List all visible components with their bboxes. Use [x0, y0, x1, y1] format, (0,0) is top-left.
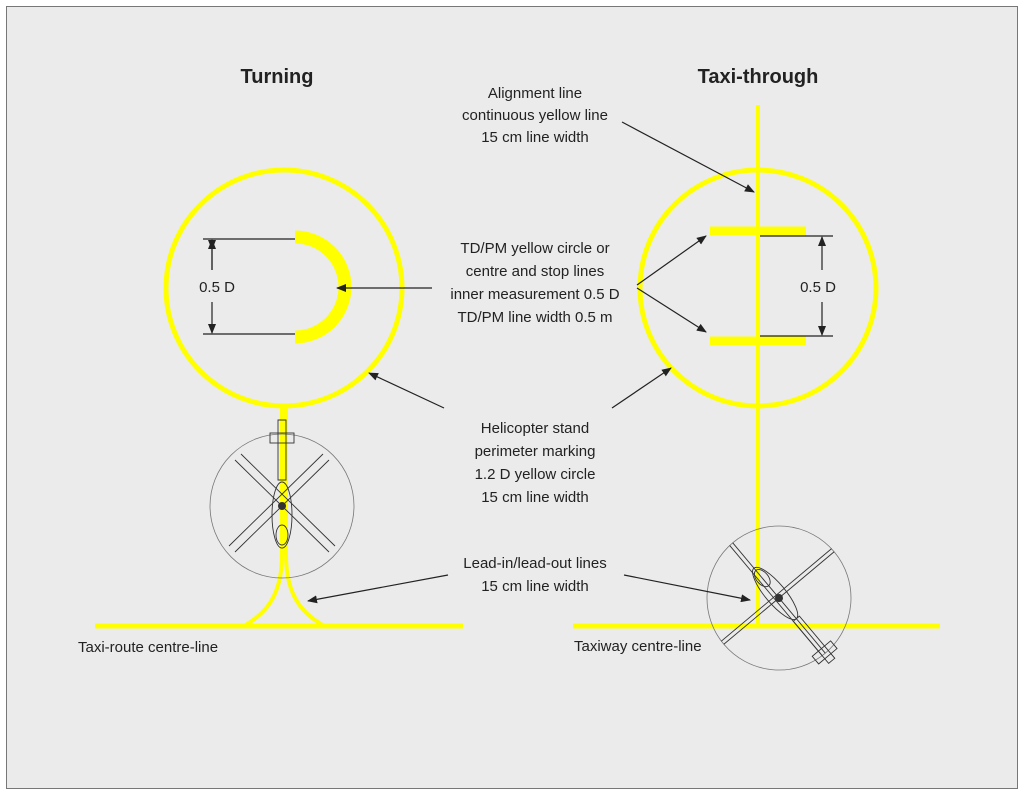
- dimension-label-right: 0.5 D: [800, 279, 836, 296]
- lead-in-line-left: [242, 407, 284, 628]
- lead-out-line-left: [284, 407, 326, 628]
- callout-tdpm: TD/PM yellow circle or centre and stop l…: [450, 240, 619, 326]
- callout-tdpm-line-1: TD/PM yellow circle or: [460, 240, 609, 257]
- leader-alignment: [621, 121, 755, 193]
- callout-alignment-line-2: continuous yellow line: [462, 107, 608, 124]
- perimeter-circle-right: [637, 167, 879, 409]
- leader-tdpm-right-top: [636, 235, 707, 286]
- leader-leadin-right: [623, 574, 751, 603]
- callout-leadin-line-1: Lead-in/lead-out lines: [463, 555, 606, 572]
- callout-leadin: Lead-in/lead-out lines 15 cm line width: [463, 555, 606, 595]
- diagram-frame: [6, 6, 1018, 789]
- title-taxi-through: Taxi-through: [698, 66, 819, 88]
- callout-tdpm-line-3: inner measurement 0.5 D: [450, 286, 619, 303]
- leader-perimeter-right: [611, 367, 672, 409]
- leader-perimeter-left: [368, 372, 445, 409]
- callout-alignment-line-3: 15 cm line width: [481, 129, 589, 146]
- callout-leadin-line-2: 15 cm line width: [481, 578, 589, 595]
- helicopter-right-icon: [706, 525, 852, 671]
- title-turning: Turning: [241, 66, 314, 88]
- callout-perimeter-line-4: 15 cm line width: [481, 489, 589, 506]
- callout-tdpm-line-2: centre and stop lines: [466, 263, 604, 280]
- leader-tdpm-right-bottom: [636, 287, 707, 333]
- callout-perimeter: Helicopter stand perimeter marking 1.2 D…: [475, 420, 596, 506]
- label-taxi-route-centre-line: Taxi-route centre-line: [78, 639, 218, 656]
- callout-alignment-line-1: Alignment line: [488, 85, 582, 102]
- tdpm-circle: [294, 230, 352, 344]
- callout-perimeter-line-1: Helicopter stand: [481, 420, 589, 437]
- callout-tdpm-line-4: TD/PM line width 0.5 m: [457, 309, 612, 326]
- leader-leadin-left: [307, 574, 449, 604]
- helicopter-left-icon: [209, 419, 355, 579]
- callout-alignment: Alignment line continuous yellow line 15…: [462, 85, 608, 146]
- dimension-label-left: 0.5 D: [199, 279, 235, 296]
- label-taxiway-centre-line: Taxiway centre-line: [574, 638, 702, 655]
- callout-perimeter-line-2: perimeter marking: [475, 443, 596, 460]
- callout-perimeter-line-3: 1.2 D yellow circle: [475, 466, 596, 483]
